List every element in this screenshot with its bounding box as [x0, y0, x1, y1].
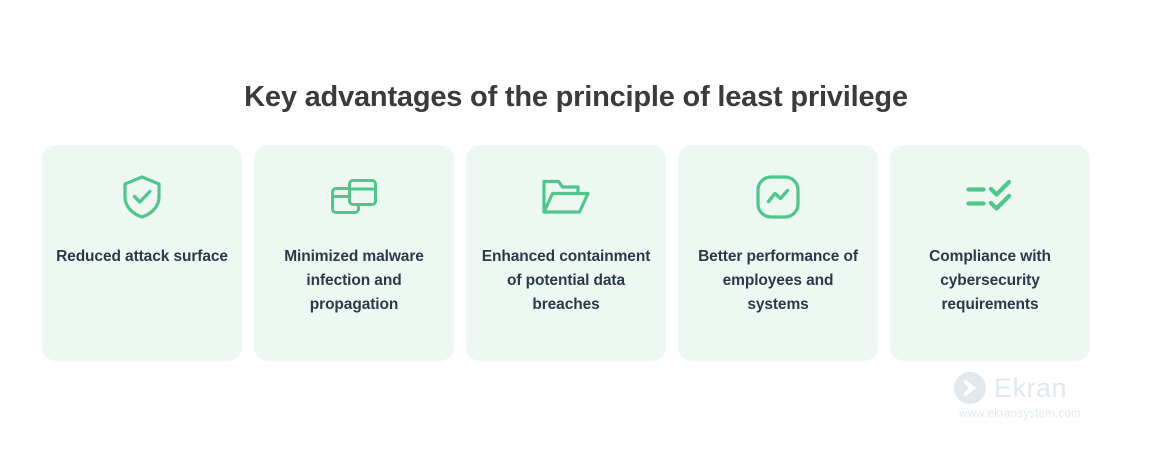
advantage-card-label: Better performance of employees and syst… [698, 248, 858, 313]
ekran-chevron-logo-icon [954, 372, 986, 404]
advantage-card-label: Compliance with cybersecurity requiremen… [929, 248, 1051, 313]
brand-url: www.ekransystem.com [959, 408, 1081, 420]
brand-name: Ekran [994, 372, 1068, 403]
advantage-card-compliance: Compliance with cybersecurity requiremen… [890, 145, 1090, 361]
advantage-card-better-performance: Better performance of employees and syst… [678, 145, 878, 361]
advantage-card-label: Minimized malware infection and propagat… [284, 248, 424, 313]
checklist-icon [964, 171, 1016, 223]
advantage-card-list: Reduced attack surface Minimized malware… [42, 145, 1090, 361]
overlapping-windows-icon [328, 171, 380, 223]
advantage-card-label: Reduced attack surface [56, 248, 228, 265]
advantage-card-label: Enhanced containment of potential data b… [481, 248, 651, 313]
page-title: Key advantages of the principle of least… [244, 81, 908, 113]
open-folder-icon [540, 171, 592, 223]
brand-watermark: Ekran www.ekransystem.com [940, 372, 1100, 424]
performance-trend-icon [752, 171, 804, 223]
advantage-card-enhanced-containment: Enhanced containment of potential data b… [466, 145, 666, 361]
shield-check-icon [116, 171, 168, 223]
advantage-card-minimized-malware: Minimized malware infection and propagat… [254, 145, 454, 361]
advantage-card-reduced-attack-surface: Reduced attack surface [42, 145, 242, 361]
